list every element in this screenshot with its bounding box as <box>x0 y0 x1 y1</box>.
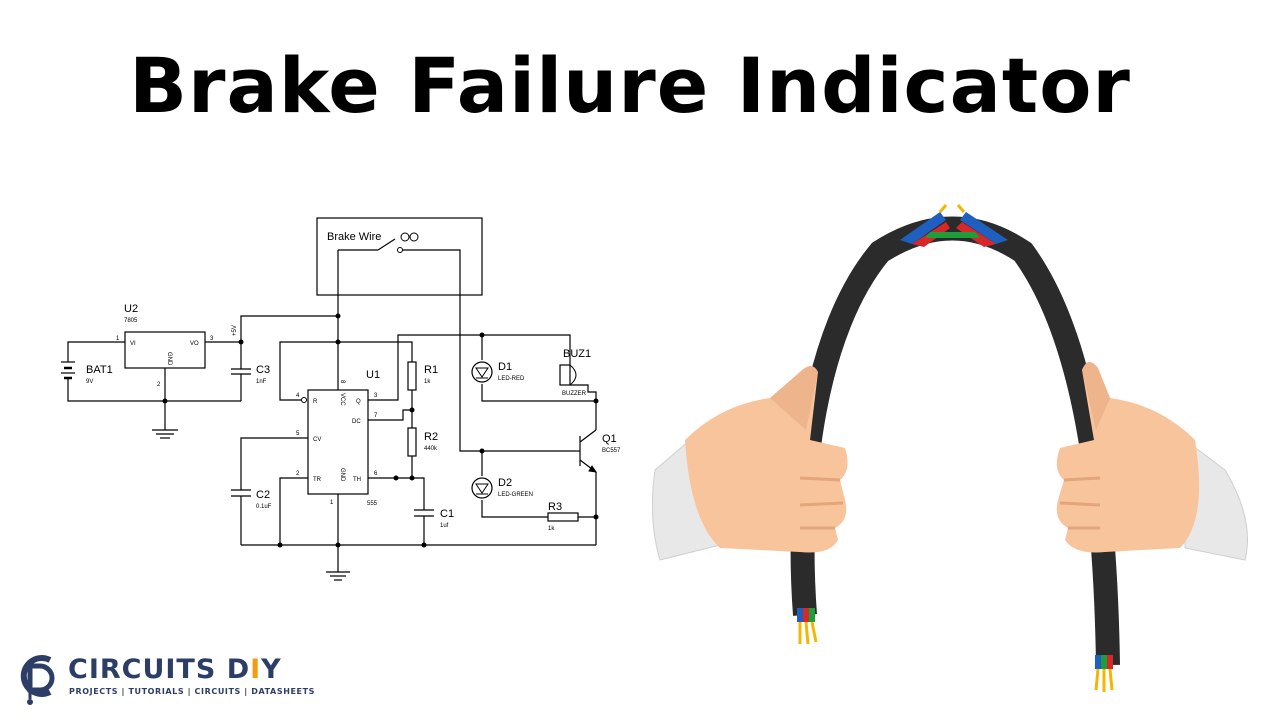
u1-pin-dc: DC <box>352 419 361 425</box>
u1-pin-q: Q <box>356 399 361 405</box>
buz1-ref: BUZ1 <box>563 348 591 360</box>
q1-value: BC557 <box>602 448 621 454</box>
c1-value: 1uf <box>440 523 449 529</box>
u1-pin-tr: TR <box>313 477 322 483</box>
r2-ref: R2 <box>424 431 438 443</box>
right-hand <box>1056 361 1248 561</box>
c3-ref: C3 <box>256 364 270 376</box>
u2-ref: U2 <box>124 303 138 315</box>
u1-pin2: 2 <box>296 471 300 477</box>
circuit-schematic: Brake Wire U2 7805 VI VO GND 1 3 2 BAT1 … <box>61 217 621 581</box>
r2-value: 440k <box>424 446 438 452</box>
r3-ref: R3 <box>548 501 562 513</box>
brake-cable <box>790 216 1120 666</box>
c2-ref: C2 <box>256 489 270 501</box>
u1-pin7: 7 <box>374 413 378 419</box>
u2-pin1: 1 <box>116 336 120 342</box>
r3-value: 1k <box>548 526 555 532</box>
switch-contacts <box>397 232 419 253</box>
diode-glyphs <box>475 364 598 495</box>
u1-value: 555 <box>367 501 378 507</box>
brake-wire-label: Brake Wire <box>327 231 381 243</box>
page-title: Brake Failure Indicator <box>129 41 1131 130</box>
right-sleeve <box>1184 439 1248 561</box>
q1-ref: Q1 <box>602 433 617 445</box>
left-sleeve <box>651 439 721 561</box>
u1-pin-cv: CV <box>313 437 321 443</box>
u1-pin3: 3 <box>374 393 378 399</box>
d1-ref: D1 <box>498 361 512 373</box>
u1-pin-vcc: VCC <box>339 393 345 406</box>
bat1-value: 9V <box>86 379 93 385</box>
c1-ref: C1 <box>440 508 454 520</box>
junction-dots <box>162 313 599 548</box>
brake-wire-box <box>316 217 483 296</box>
logo-brand: CIRCUITS DIY <box>68 654 282 685</box>
u2-pin-gnd: GND <box>166 352 172 366</box>
logo-cd-icon <box>20 655 55 705</box>
u1-pin-th: TH <box>353 477 361 483</box>
u2-pin2: 2 <box>157 382 161 388</box>
u1-pin4: 4 <box>296 393 300 399</box>
d1-value: LED-RED <box>498 376 525 382</box>
u2-pin-vi: VI <box>130 341 136 347</box>
u1-pin-gnd: GND <box>339 468 345 482</box>
c3-value: 1nF <box>256 379 267 385</box>
right-wire-ends <box>1094 655 1114 692</box>
left-hand <box>651 366 848 561</box>
circuits-diy-logo[interactable]: CIRCUITS DIY PROJECTS | TUTORIALS | CIRC… <box>16 650 314 710</box>
logo-tagline: PROJECTS | TUTORIALS | CIRCUITS | DATASH… <box>69 687 316 696</box>
top-wire-ends <box>900 204 1008 247</box>
u2-pin-vo: VO <box>190 341 199 347</box>
r1-ref: R1 <box>424 364 438 376</box>
u1-pin1: 1 <box>330 500 334 506</box>
u1-pin-r: R <box>313 399 318 405</box>
buz1-value: BUZZER <box>562 391 587 397</box>
d2-value: LED-GREEN <box>498 492 533 498</box>
u1-pin5: 5 <box>296 431 300 437</box>
schematic-labels: Brake Wire U2 7805 VI VO GND 1 3 2 BAT1 … <box>86 231 621 532</box>
u2-pin3: 3 <box>210 336 214 342</box>
u1-pin8: 8 <box>339 380 345 384</box>
u1-ref: U1 <box>366 369 380 381</box>
u2-value: 7805 <box>124 318 138 324</box>
bat1-ref: BAT1 <box>86 364 113 376</box>
schematic-wires <box>61 217 597 581</box>
c2-value: 0.1uF <box>256 504 272 510</box>
plus5v-label: +5V <box>232 325 238 336</box>
u1-pin6: 6 <box>374 471 378 477</box>
r1-value: 1k <box>424 379 431 385</box>
d2-ref: D2 <box>498 477 512 489</box>
left-wire-ends <box>797 608 818 645</box>
